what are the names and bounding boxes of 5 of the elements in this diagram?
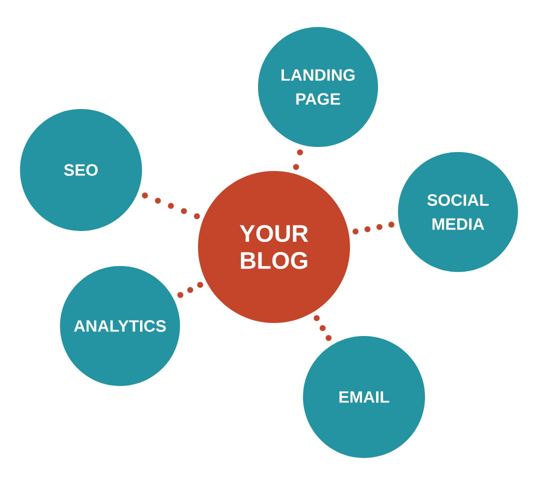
dotted-connector <box>141 192 200 220</box>
dotted-connector <box>293 148 304 170</box>
dotted-connector <box>352 222 396 234</box>
dotted-connector <box>314 315 332 342</box>
dotted-connector <box>176 282 204 298</box>
